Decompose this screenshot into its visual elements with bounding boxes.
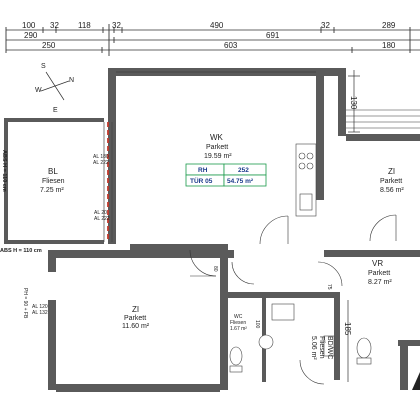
dim-100: 100 bbox=[254, 320, 260, 329]
room-vr: VR Parkett 8.27 m² bbox=[368, 259, 392, 286]
room-area: 8.56 m² bbox=[380, 187, 404, 194]
dim-32b: 32 bbox=[112, 21, 121, 30]
room-name: BL bbox=[48, 167, 58, 176]
dimension-ticks bbox=[5, 24, 411, 56]
unit-info-box: RH 252 TÜR 05 54.75 m² bbox=[185, 163, 267, 187]
al222a: AL 222 bbox=[93, 160, 109, 166]
room-floor: Parkett bbox=[368, 270, 390, 277]
dim-185: 185 bbox=[343, 322, 352, 336]
parapet-height: PH = 90 + FB bbox=[22, 288, 28, 319]
room-bl: BL Fliesen 7.25 m² bbox=[40, 167, 65, 194]
dim-691: 691 bbox=[266, 31, 280, 40]
entrance-marker bbox=[412, 372, 420, 390]
room-wk: WK Parkett 19.59 m² bbox=[204, 133, 232, 160]
room-area: 5.06 m² bbox=[310, 336, 317, 360]
room-name: WK bbox=[210, 133, 224, 142]
room-name: BD/WC bbox=[326, 336, 333, 359]
dim-32a: 32 bbox=[50, 21, 59, 30]
bath-fixtures bbox=[229, 303, 372, 373]
room-area: 8.27 m² bbox=[368, 279, 392, 286]
dim-32c: 32 bbox=[321, 21, 330, 30]
room-bdwc: BD/WC Fliesen 5.06 m² bbox=[310, 336, 333, 360]
tuer-value: 54.75 m² bbox=[227, 178, 254, 185]
room-name: VR bbox=[372, 259, 383, 268]
compass-s: S bbox=[41, 63, 46, 70]
dim-130: 130 bbox=[349, 96, 358, 110]
room-wc: WC Fliesen 1.67 m² bbox=[230, 314, 247, 332]
room-floor: Fliesen bbox=[42, 178, 65, 185]
room-name: ZI bbox=[132, 305, 139, 314]
dim-180: 180 bbox=[382, 41, 396, 50]
room-name: WC bbox=[234, 314, 243, 320]
kitchen-counter bbox=[295, 143, 317, 217]
dim-100: 100 bbox=[22, 21, 36, 30]
windows bbox=[116, 71, 420, 129]
room-zi-right: ZI Parkett 8.56 m² bbox=[380, 167, 404, 194]
vertical-dims: 130 185 80 75 100 bbox=[212, 70, 360, 382]
al20: AL 20 bbox=[94, 210, 107, 216]
dimension-chains: 100 32 118 32 490 32 289 290 691 250 603… bbox=[5, 21, 420, 56]
dim-118: 118 bbox=[78, 21, 91, 30]
room-zi-left: ZI Parkett 11.60 m² bbox=[122, 305, 150, 330]
room-area: 11.60 m² bbox=[122, 323, 150, 330]
rh-label: RH bbox=[198, 167, 208, 174]
al180: AL 180 bbox=[93, 154, 109, 160]
tuer-label: TÜR 05 bbox=[190, 176, 213, 185]
abs-h-left: ABS H = 110 cm bbox=[1, 150, 7, 192]
room-floor: Fliesen bbox=[318, 336, 325, 359]
dim-603: 603 bbox=[224, 41, 238, 50]
abs-h-bottom: ABS H = 110 cm bbox=[0, 248, 42, 254]
dim-75: 75 bbox=[326, 284, 332, 290]
al222b: AL 222 bbox=[94, 216, 110, 222]
dim-80: 80 bbox=[212, 266, 218, 272]
room-floor: Parkett bbox=[206, 144, 228, 151]
compass-rose: S N W E bbox=[35, 63, 74, 114]
al120: AL 120 bbox=[32, 304, 48, 310]
dim-289: 289 bbox=[382, 21, 396, 30]
room-floor: Parkett bbox=[380, 178, 402, 185]
compass-n: N bbox=[69, 77, 74, 84]
al132: AL 132 bbox=[32, 310, 48, 316]
room-area: 1.67 m² bbox=[230, 326, 247, 332]
rh-value: 252 bbox=[238, 167, 249, 174]
room-floor: Fliesen bbox=[230, 320, 246, 326]
dim-490: 490 bbox=[210, 21, 224, 30]
room-floor: Parkett bbox=[124, 315, 146, 322]
room-name: ZI bbox=[388, 167, 395, 176]
doors bbox=[189, 214, 397, 385]
room-area: 7.25 m² bbox=[40, 187, 64, 194]
compass-e: E bbox=[53, 107, 58, 114]
dim-290: 290 bbox=[24, 31, 38, 40]
room-area: 19.59 m² bbox=[204, 153, 232, 160]
dim-250: 250 bbox=[42, 41, 56, 50]
compass-w: W bbox=[35, 87, 42, 94]
balcony-door bbox=[103, 122, 113, 242]
